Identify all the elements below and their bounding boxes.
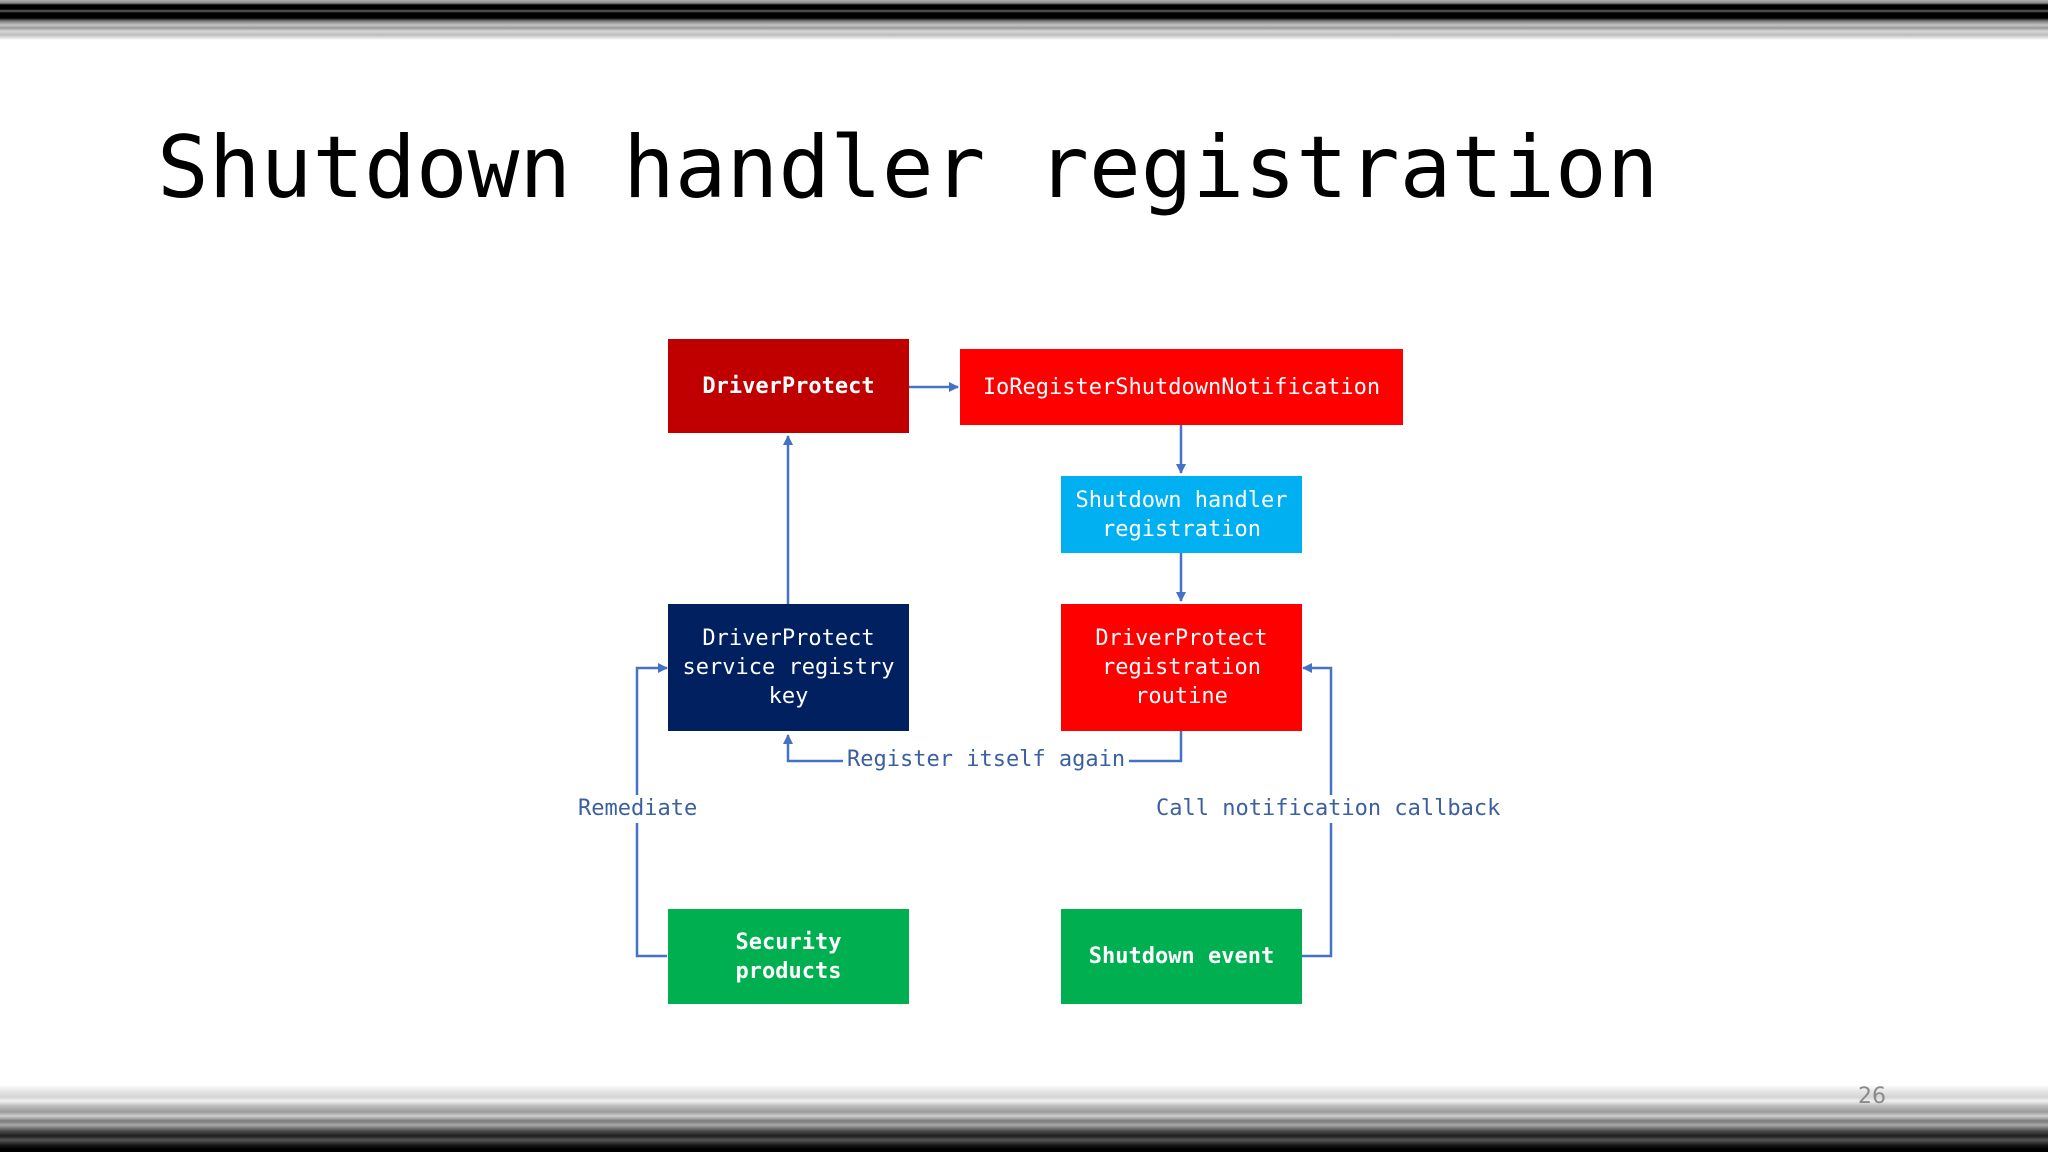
shutdown-handler-registration-node-label: Shutdown handler registration — [1075, 487, 1288, 542]
slide-title: Shutdown handler registration — [157, 118, 1659, 218]
driverprotect-node: DriverProtect — [668, 339, 909, 433]
ioregistershutdownnotification-node: IoRegisterShutdownNotification — [960, 349, 1403, 425]
service-registry-key-node: DriverProtect service registry key — [668, 604, 909, 731]
call-notification-callback-label: Call notification callback — [1154, 795, 1503, 823]
shutdown-event-node: Shutdown event — [1061, 909, 1302, 1004]
shutdown-event-node-label: Shutdown event — [1088, 944, 1275, 969]
register-itself-again-label: Register itself again — [843, 746, 1130, 774]
security-products-node: Security products — [668, 909, 909, 1004]
security-products-node-label: Security products — [735, 929, 842, 984]
service-registry-key-node-label: DriverProtect service registry key — [682, 626, 895, 709]
driverprotect-node-label: DriverProtect — [702, 373, 875, 399]
top-decorative-band — [0, 0, 2048, 40]
registration-routine-node: DriverProtect registration routine — [1061, 604, 1302, 731]
remediate-label: Remediate — [576, 795, 700, 823]
ioregistershutdownnotification-node-label: IoRegisterShutdownNotification — [982, 374, 1381, 400]
bottom-decorative-band — [0, 1085, 2048, 1152]
page-number: 26 — [1858, 1084, 1886, 1109]
registration-routine-node-label: DriverProtect registration routine — [1095, 626, 1268, 709]
shutdown-handler-registration-node: Shutdown handler registration — [1061, 476, 1302, 553]
